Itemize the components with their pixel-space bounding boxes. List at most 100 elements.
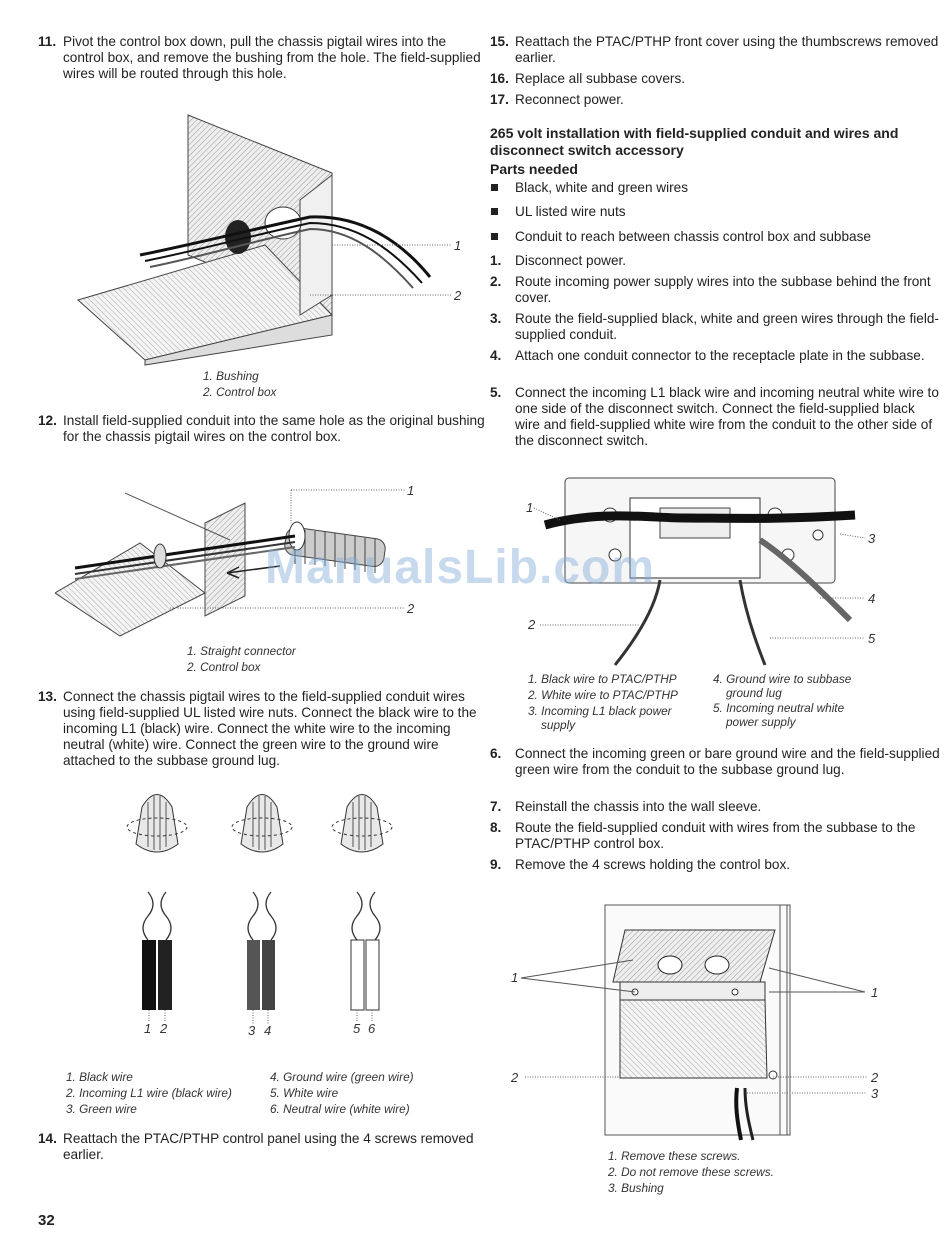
- step-text: Route the field-supplied conduit with wi…: [515, 820, 916, 851]
- caption: supply: [541, 718, 576, 732]
- callout-2: 2: [453, 288, 462, 303]
- caption: 2. White wire to PTAC/PTHP: [528, 688, 678, 702]
- step-11: 11. Pivot the control box down, pull the …: [38, 34, 488, 82]
- callout-2: 2: [159, 1021, 168, 1036]
- callout-1: 1: [871, 985, 878, 1000]
- step-text: Connect the incoming green or bare groun…: [515, 746, 940, 777]
- step-text: Connect the incoming L1 black wire and i…: [515, 385, 939, 448]
- wire-nut-icon: [231, 794, 293, 853]
- figure-3-captions-right: 4. Ground wire (green wire) 5. White wir…: [270, 1069, 414, 1117]
- step-number: 7.: [490, 799, 502, 814]
- figure-wire-nuts: 1 2 3 4 5 6: [126, 794, 393, 1038]
- step-text: Remove the 4 screws holding the control …: [515, 857, 791, 872]
- step-text: Install field-supplied conduit into the …: [63, 413, 485, 444]
- figure-1-captions: 1. Bushing 2. Control box: [203, 368, 276, 400]
- step-12: 12. Install field-supplied conduit into t…: [38, 413, 488, 445]
- caption: 3. Green wire: [66, 1102, 137, 1116]
- step-number: 14.: [38, 1131, 57, 1146]
- caption: 1. Straight connector: [187, 644, 296, 658]
- step-number: 11.: [38, 34, 57, 49]
- wire-nut-icon: [126, 794, 188, 853]
- step-text: Reattach the PTAC/PTHP control panel usi…: [63, 1131, 474, 1162]
- step-6: 6. Connect the incoming green or bare gro…: [490, 746, 940, 778]
- callout-1: 1: [526, 500, 533, 515]
- caption: 1. Bushing: [203, 369, 259, 383]
- step-number: 1.: [490, 253, 502, 268]
- step-text: Reconnect power.: [515, 92, 624, 107]
- step-15: 15.Reattach the PTAC/PTHP front cover us…: [490, 34, 940, 66]
- step-text: Reattach the PTAC/PTHP front cover using…: [515, 34, 939, 65]
- caption: 2. Incoming L1 wire (black wire): [66, 1086, 232, 1100]
- callout-2: 2: [870, 1070, 879, 1085]
- step-8: 8. Route the field-supplied conduit with …: [490, 820, 940, 852]
- wire-nut-icon: [331, 794, 393, 853]
- caption: 6. Neutral wire (white wire): [270, 1102, 410, 1116]
- callout-4: 4: [868, 591, 875, 606]
- caption: ground lug: [726, 686, 782, 700]
- section-title: 265 volt installation with field-supplie…: [490, 125, 899, 158]
- step-text: Disconnect power.: [515, 253, 627, 268]
- step-number: 5.: [490, 385, 502, 400]
- step-number: 8.: [490, 820, 502, 835]
- callout-3: 3: [871, 1086, 879, 1101]
- step-number: 4.: [490, 348, 502, 363]
- step-4: 4. Attach one conduit connector to the re…: [490, 348, 940, 364]
- parts-item: Conduit to reach between chassis control…: [490, 229, 935, 245]
- page-number: 32: [38, 1212, 55, 1229]
- callout-3: 3: [248, 1023, 256, 1038]
- parts-item: Black, white and green wires: [490, 180, 915, 196]
- caption: 1. Black wire: [66, 1070, 133, 1084]
- figure-control-box-screws: 1 1 2 2 3: [510, 904, 879, 1141]
- caption: 4. Ground wire (green wire): [270, 1070, 414, 1084]
- figure-5-captions: 1. Remove these screws. 2. Do not remove…: [608, 1148, 774, 1196]
- figure-2-captions: 1. Straight connector 2. Control box: [187, 643, 296, 675]
- step-text: Attach one conduit connector to the rece…: [515, 348, 925, 363]
- caption: 5. Incoming neutral white: [713, 701, 845, 715]
- step-text: Reinstall the chassis into the wall slee…: [515, 799, 762, 814]
- step-number: 3.: [490, 311, 502, 326]
- caption: 2. Control box: [203, 385, 277, 399]
- step-3: 3. Route the field-supplied black, white …: [490, 311, 940, 343]
- callout-1: 1: [511, 970, 518, 985]
- step-text: Route the field-supplied black, white an…: [515, 311, 939, 342]
- caption: 2. Do not remove these screws.: [608, 1165, 774, 1179]
- step-text: Replace all subbase covers.: [515, 71, 686, 86]
- caption: 4. Ground wire to subbase: [713, 672, 852, 686]
- step-text: Pivot the control box down, pull the cha…: [63, 34, 481, 81]
- step-9: 9.Remove the 4 screws holding the contro…: [490, 857, 940, 873]
- figure-disconnect-switch: 1 2 3 4 5: [526, 477, 876, 666]
- step-7: 7. Reinstall the chassis into the wall sl…: [490, 799, 940, 815]
- callout-6: 6: [368, 1021, 376, 1036]
- caption: 5. White wire: [270, 1086, 339, 1100]
- step-text: Route incoming power supply wires into t…: [515, 274, 931, 305]
- figure-straight-connector: 1 2: [55, 483, 415, 637]
- callout-4: 4: [264, 1023, 271, 1038]
- step-text: Connect the chassis pigtail wires to the…: [63, 689, 477, 768]
- callout-5: 5: [868, 631, 876, 646]
- figure-bushing-control-box: 1 2: [76, 114, 462, 366]
- figure-4-captions-left: 1. Black wire to PTAC/PTHP 2. White wire…: [528, 671, 678, 731]
- step-13: 13.Connect the chassis pigtail wires to …: [38, 689, 488, 769]
- figure-4-captions-right: 4. Ground wire to subbase ground lug 5. …: [713, 671, 851, 729]
- step-number: 2.: [490, 274, 502, 289]
- callout-3: 3: [868, 531, 876, 546]
- parts-needed-title: Parts needed: [490, 161, 578, 177]
- callout-2: 2: [527, 617, 536, 632]
- step-number: 6.: [490, 746, 502, 761]
- callout-2: 2: [510, 1070, 519, 1085]
- parts-item: UL listed wire nuts: [490, 204, 915, 220]
- step-number: 16.: [490, 71, 509, 86]
- caption: 1. Black wire to PTAC/PTHP: [528, 672, 677, 686]
- step-2: 2. Route incoming power supply wires into…: [490, 274, 940, 306]
- callout-2: 2: [406, 601, 415, 616]
- caption: 3. Incoming L1 black power: [528, 704, 672, 718]
- step-14: 14. Reattach the PTAC/PTHP control panel …: [38, 1131, 488, 1163]
- step-number: 17.: [490, 92, 509, 107]
- step-5: 5. Connect the incoming L1 black wire and…: [490, 385, 940, 449]
- step-16: 16. Replace all subbase covers.: [490, 71, 940, 87]
- callout-1: 1: [144, 1021, 151, 1036]
- caption: 2. Control box: [187, 660, 261, 674]
- step-number: 12.: [38, 413, 57, 428]
- caption: power supply: [726, 715, 796, 729]
- step-1: 1. Disconnect power.: [490, 253, 940, 269]
